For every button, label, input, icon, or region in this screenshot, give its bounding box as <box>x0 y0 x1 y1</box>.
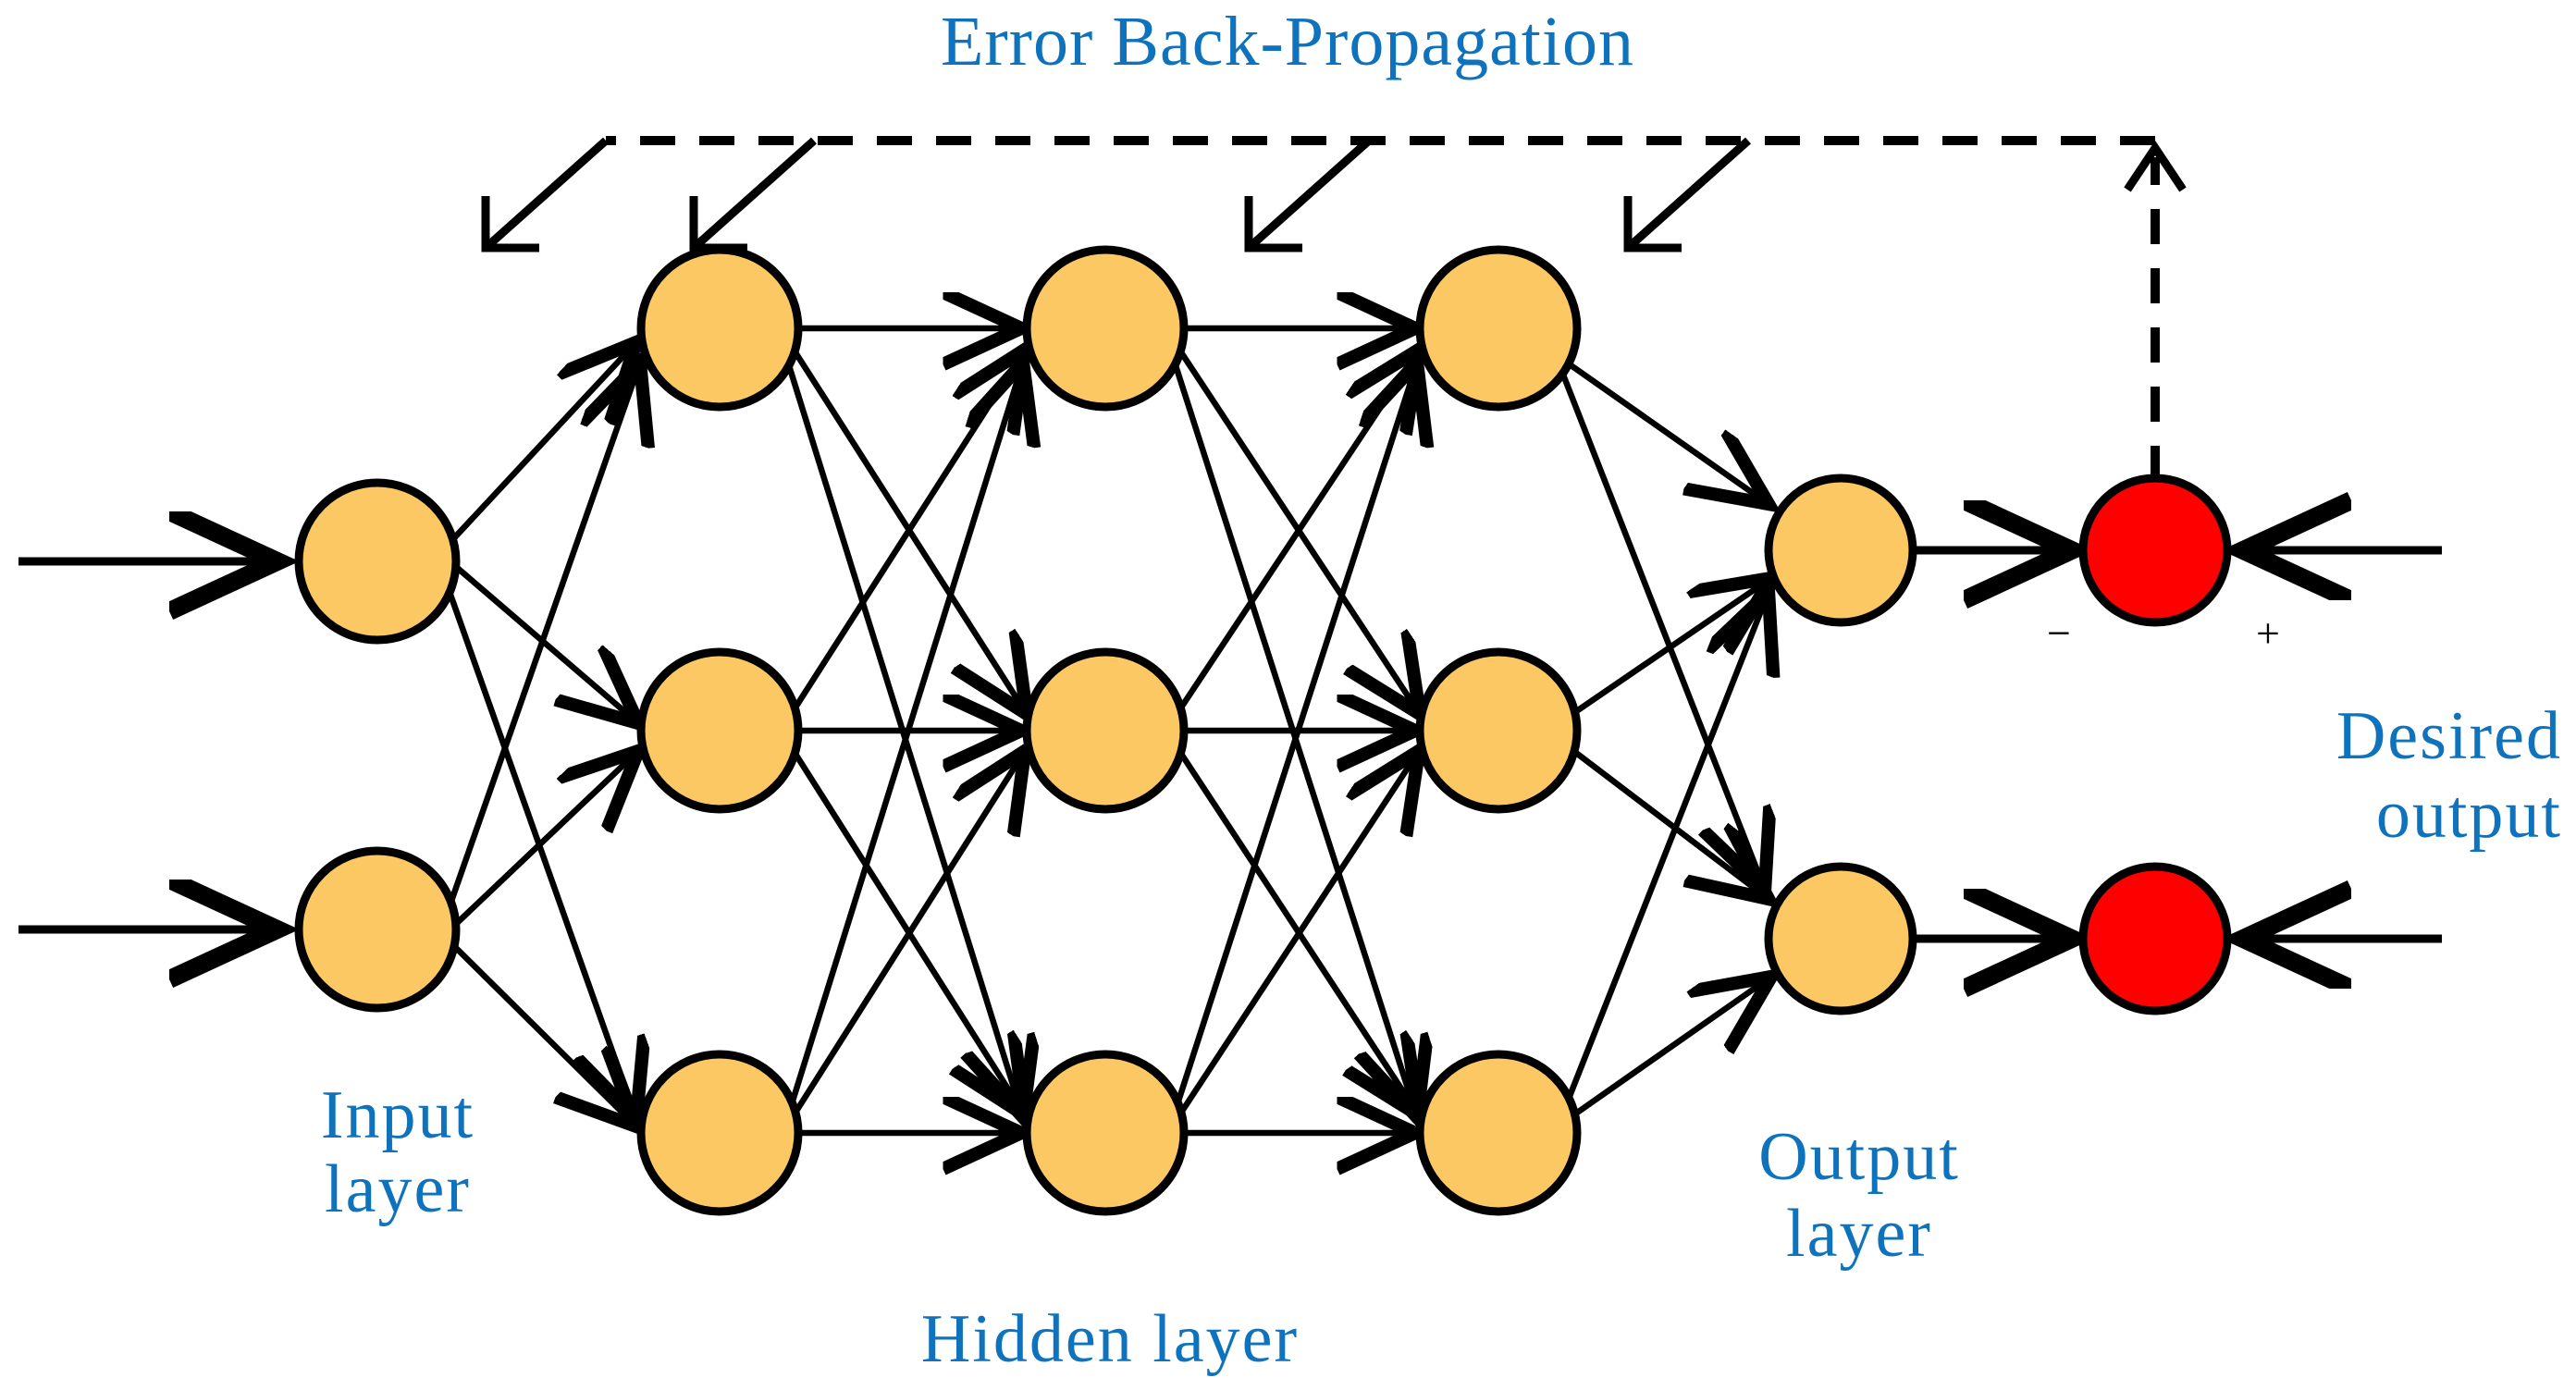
node-output-1[interactable] <box>1764 474 1917 627</box>
diagram-title: Error Back-Propagation <box>941 3 1634 80</box>
node-hidden1-1[interactable] <box>636 245 803 412</box>
input-layer-label-line2: layer <box>325 1151 471 1227</box>
node-hidden1-2[interactable] <box>636 647 803 814</box>
output-layer-label-line1: Output <box>1758 1119 1960 1195</box>
output-layer-label-line2: layer <box>1786 1196 1932 1272</box>
minus-sign: − <box>2047 609 2071 657</box>
backprop-branch-arrow-3 <box>1244 137 1372 252</box>
backprop-branch-arrow-1 <box>481 137 609 252</box>
hidden-layer-2-nodes <box>1022 245 1189 1216</box>
plus-sign: + <box>2256 609 2280 657</box>
node-input-1[interactable] <box>294 478 461 645</box>
desired-input-arrows <box>2243 550 2442 939</box>
desired-output-label-line1: Desired <box>2336 698 2562 774</box>
backprop-branch-arrow-2 <box>689 137 817 252</box>
node-output-2[interactable] <box>1764 862 1917 1015</box>
edges-hidden2-to-hidden3 <box>1171 328 1420 1133</box>
hidden-layer-1-nodes <box>636 245 803 1216</box>
node-hidden3-3[interactable] <box>1415 1050 1582 1216</box>
output-layer-nodes <box>1764 474 1917 1015</box>
node-desired-1[interactable] <box>2078 474 2232 627</box>
node-desired-2[interactable] <box>2078 862 2232 1015</box>
output-to-desired-arrows <box>1917 550 2072 939</box>
hidden-layer-3-nodes <box>1415 245 1582 1216</box>
hidden-layer-label: Hidden layer <box>921 1301 1299 1377</box>
desired-output-nodes <box>2078 474 2232 1015</box>
input-layer-label-line1: Input <box>321 1077 475 1153</box>
node-hidden2-1[interactable] <box>1022 245 1189 412</box>
node-hidden3-2[interactable] <box>1415 647 1582 814</box>
input-layer-nodes <box>294 478 461 1013</box>
node-hidden2-3[interactable] <box>1022 1050 1189 1216</box>
backprop-branch-arrow-4 <box>1623 137 1751 252</box>
backprop-arrowhead-up <box>2124 140 2187 192</box>
node-hidden3-1[interactable] <box>1415 245 1582 412</box>
edges-hidden1-to-hidden2 <box>784 328 1027 1133</box>
edges-input-to-hidden1 <box>446 342 640 1126</box>
input-arrows-group <box>18 561 277 929</box>
node-hidden1-3[interactable] <box>636 1050 803 1216</box>
node-input-2[interactable] <box>294 846 461 1013</box>
backprop-path-group <box>481 136 2187 481</box>
desired-output-label-line2: output <box>2376 777 2562 853</box>
node-hidden2-2[interactable] <box>1022 647 1189 814</box>
edges-hidden3-to-output <box>1558 360 1771 1120</box>
